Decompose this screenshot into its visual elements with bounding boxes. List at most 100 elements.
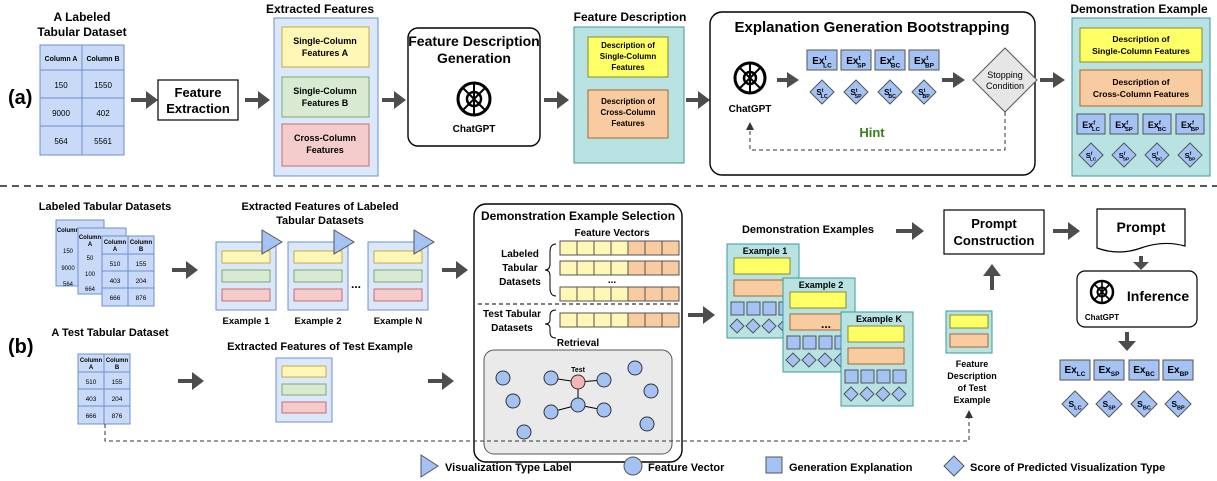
demo-card-score (801, 352, 817, 368)
labeled-table: Column A Column B 150 1550 9000 402 564 … (39, 44, 125, 156)
output-explanation (1128, 359, 1160, 381)
output-score (1061, 390, 1089, 418)
feature-vector-cell (576, 286, 595, 302)
extracted-labeled-title-1: Extracted Features of Labeled (241, 201, 398, 213)
cross-line2: Features (306, 145, 344, 155)
explanation-square (874, 49, 906, 71)
demo-card-label: Example K (856, 314, 903, 324)
demo-card-score (745, 318, 761, 334)
flow-arrow (131, 91, 158, 109)
mini-text: 9000 (61, 266, 75, 272)
example-feature (221, 288, 271, 302)
output-explanation-label: ExBC (1133, 365, 1155, 378)
demo-card-label: Example 1 (743, 246, 788, 256)
single-a-line1: Single-Column (293, 36, 357, 46)
demo-card-explanation (892, 369, 907, 384)
feature-vector-cell (661, 240, 680, 256)
single-b-line1: Single-Column (293, 86, 357, 96)
prompt-construction-1: Prompt (971, 216, 1017, 231)
example-feature (221, 269, 271, 283)
mini-cell: 510 (110, 261, 121, 268)
mini-header: Column (104, 240, 127, 246)
mini-header: Column (106, 358, 129, 364)
bootstrapping-title: Explanation Generation Bootstrapping (734, 19, 1009, 36)
feature-vector-cell (593, 260, 612, 276)
panel-a: (a) A Labeled Tabular Dataset Column A C… (8, 2, 1211, 177)
flow-arrow (1133, 256, 1149, 270)
demo-card-score (843, 386, 859, 402)
vector-ellipsis: ... (608, 275, 617, 286)
test-extracted-title: Extracted Features of Test Example (227, 341, 413, 353)
mini-header: B (115, 365, 120, 371)
chatgpt-label: ChatGPT (453, 124, 496, 135)
feature-vector-cell (627, 260, 646, 276)
feature-vector-node (643, 383, 659, 399)
demo-card-explanation (818, 335, 833, 350)
demo-card-explanation (762, 301, 777, 316)
demo-card-cross (847, 347, 905, 365)
feature-vector-node (596, 402, 612, 418)
explanation-square (806, 49, 838, 71)
single-b-line2: Features B (302, 98, 349, 108)
example-label: Example 1 (223, 316, 271, 327)
demo-card-cross (789, 313, 847, 331)
table-cell: 150 (54, 81, 68, 90)
feature-description-title: Feature Description (574, 10, 687, 24)
output-score-label: SLC (1068, 399, 1081, 412)
feature-extraction-box (157, 79, 239, 121)
single-column-features-b (281, 76, 370, 118)
prompt-construction-2: Construction (954, 233, 1035, 248)
flow-arrow (686, 91, 710, 109)
score-diamond (877, 79, 903, 105)
desc-single-column (587, 36, 669, 78)
prompt-construction-box (943, 209, 1045, 255)
demo-single-line1: Description of (1112, 34, 1169, 44)
mini-header: Column (80, 358, 103, 364)
score-diamond (1078, 142, 1104, 168)
example-feature (293, 269, 343, 283)
feature-extraction-line1: Feature (175, 85, 222, 100)
test-skip-arrow (104, 410, 973, 442)
legend-diamond-label: Score of Predicted Visualization Type (970, 462, 1165, 474)
example-label: Example 2 (295, 316, 342, 327)
feature-extraction-line2: Extraction (166, 101, 230, 116)
cross-column-features (281, 123, 370, 167)
score-diamond (1177, 142, 1203, 168)
score-diamond (1144, 142, 1170, 168)
demo-card-explanation (730, 301, 745, 316)
mini-text: Column (79, 235, 102, 241)
feature-vector-cell (593, 240, 612, 256)
output-score (1164, 390, 1192, 418)
desc-single-line3: Features (611, 63, 645, 72)
labeled-tabular-1: Labeled (501, 249, 539, 260)
output-explanation (1162, 359, 1194, 381)
mini-header: A (113, 247, 118, 253)
retrieval-graph: Test (495, 360, 659, 440)
output-score-label: SBC (1137, 399, 1151, 412)
output-score (1130, 390, 1158, 418)
test-vector-cell (576, 312, 595, 328)
demo-card-single (847, 325, 905, 343)
mini-cell: 403 (86, 396, 97, 403)
chatgpt-logo-icon (1089, 279, 1115, 305)
flow-arrow (1053, 222, 1080, 240)
hint-label: Hint (859, 125, 885, 140)
inference-box (1076, 270, 1198, 328)
demo-card-score (785, 352, 801, 368)
labeled-datasets-stack: Column 150 9000 564 Column A 50 100 664 … (55, 219, 155, 307)
score-diamond (809, 79, 835, 105)
bootstrapping-box (709, 11, 1036, 176)
feature-vector-cell (610, 260, 629, 276)
table-header: Column A (45, 56, 78, 63)
mini-text: 564 (63, 282, 74, 288)
test-feature-green (281, 383, 327, 396)
